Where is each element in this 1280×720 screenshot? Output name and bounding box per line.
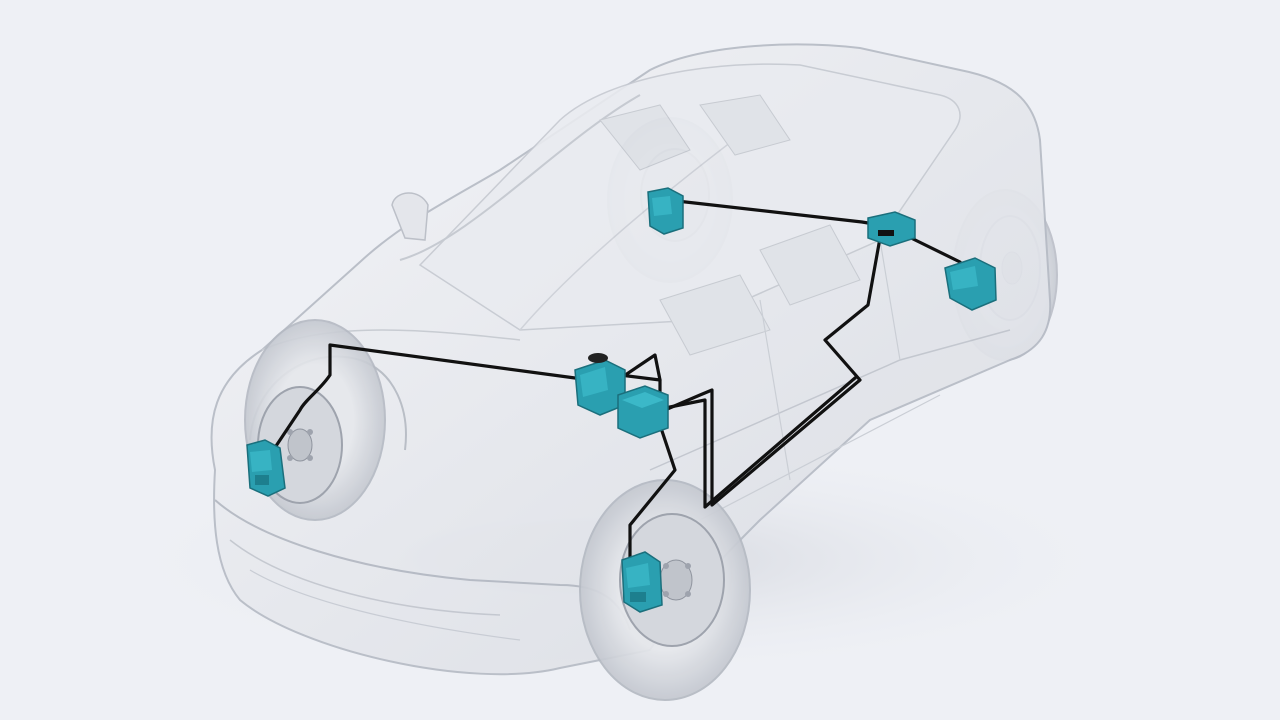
rear-junction-module [867,211,916,247]
rear-right-caliper [944,257,997,311]
rear-left-caliper [647,187,684,235]
front-right-wheel [579,479,751,701]
brake-booster-unit [574,353,626,416]
front-right-caliper [621,551,663,613]
brake-control-module [617,385,669,439]
car-body [210,43,1052,676]
brake-line-front-right [628,423,677,572]
brake-line-front-left [268,343,602,457]
brake-line-trunk [663,236,882,507]
front-left-caliper [246,439,286,497]
brake-line-rear-right [903,233,962,264]
